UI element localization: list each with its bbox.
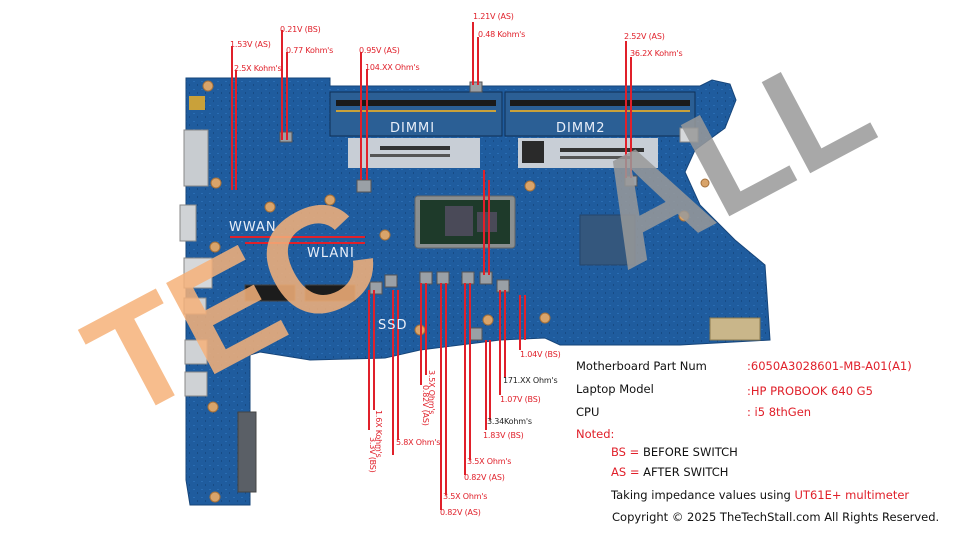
annotation-impedance: 171.XX Ohm's (503, 376, 558, 385)
dimm2-slot (504, 91, 696, 137)
impedance-note: Taking impedance values using UT61E+ mul… (611, 488, 909, 502)
annotation-impedance: 5.8X Ohm's (396, 438, 441, 447)
annotation-voltage: 0.82V (AS) (464, 473, 505, 482)
annotation-voltage: 1.07V (BS) (500, 395, 541, 404)
legend-as-abbr: AS = (611, 465, 640, 479)
port-hdmi (183, 129, 209, 187)
port-usb-a-1 (184, 339, 208, 365)
annotation-impedance: 36.2X Kohm's (630, 49, 683, 58)
impedance-tool: UT61E+ multimeter (794, 488, 910, 502)
annotation-voltage: 1.04V (BS) (520, 350, 561, 359)
dimm1-sticker (348, 138, 480, 168)
label-wwan: WWAN (229, 220, 277, 235)
annotation-impedance: 2.5X Kohm's (234, 64, 282, 73)
board-outline (185, 77, 771, 506)
noted-label: Noted: (576, 427, 615, 441)
annotation-voltage: 1.83V (BS) (483, 431, 524, 440)
info-label-laptop-model: Laptop Model (576, 382, 654, 396)
port-vga (179, 204, 197, 242)
battery-connector (709, 317, 761, 341)
annotation-voltage: 0.21V (BS) (280, 25, 321, 34)
annotation-impedance: 3.5X Ohm's (467, 457, 512, 466)
port-rj45 (183, 257, 213, 289)
label-dimm1: DIMMI (390, 121, 436, 136)
annotation-voltage: 0.95V (AS) (359, 46, 400, 55)
port-usb-a-2 (184, 371, 208, 397)
annotation-impedance: 3.5X Ohm's (427, 370, 436, 415)
pch-chip (579, 214, 636, 266)
label-ssd: SSD (378, 318, 408, 333)
annotation-voltage: 0.82V (AS) (440, 508, 481, 517)
annotation-impedance: 3.5X Ohm's (443, 492, 488, 501)
dimm1-slot (329, 91, 503, 137)
annotation-impedance: 3.34Kohm's (487, 417, 532, 426)
info-value-laptop-model: :HP PROBOOK 640 G5 (747, 384, 873, 398)
annotation-voltage: 1.21V (AS) (473, 12, 514, 21)
info-value-part-num: :6050A3028601-MB-A01(A1) (747, 359, 912, 373)
label-wlan: WLANI (307, 246, 355, 261)
fan-connector (679, 127, 699, 143)
port-usbc (183, 297, 207, 315)
label-dimm2: DIMM2 (556, 121, 606, 136)
impedance-note-prefix: Taking impedance values using (611, 488, 791, 502)
copyright: Copyright © 2025 TheTechStall.com All Ri… (612, 510, 940, 524)
power-jack (189, 96, 205, 110)
annotation-voltage: 2.52V (AS) (624, 32, 665, 41)
annotation-voltage: 1.53V (AS) (230, 40, 271, 49)
leader-lines (230, 22, 632, 510)
legend-as: AS = AFTER SWITCH (611, 465, 728, 479)
sd-card-slot (237, 411, 257, 493)
annotation-impedance: 1.6X Kohm's (374, 410, 383, 458)
legend-as-meaning: AFTER SWITCH (643, 465, 729, 479)
annotation-impedance: 104.XX Ohm's (365, 63, 420, 72)
wlan-slot (244, 284, 296, 302)
legend-bs-abbr: BS = (611, 445, 640, 459)
info-label-cpu: CPU (576, 405, 600, 419)
info-value-cpu: : i5 8thGen (747, 405, 812, 419)
info-label-part-num: Motherboard Part Num (576, 359, 707, 373)
annotation-impedance: 0.77 Kohm's (286, 46, 334, 55)
ssd-slot (304, 284, 356, 302)
legend-bs-meaning: BEFORE SWITCH (642, 445, 738, 459)
legend-bs: BS = BEFORE SWITCH (611, 445, 738, 459)
annotation-impedance: 0.48 Kohm's (478, 30, 526, 39)
